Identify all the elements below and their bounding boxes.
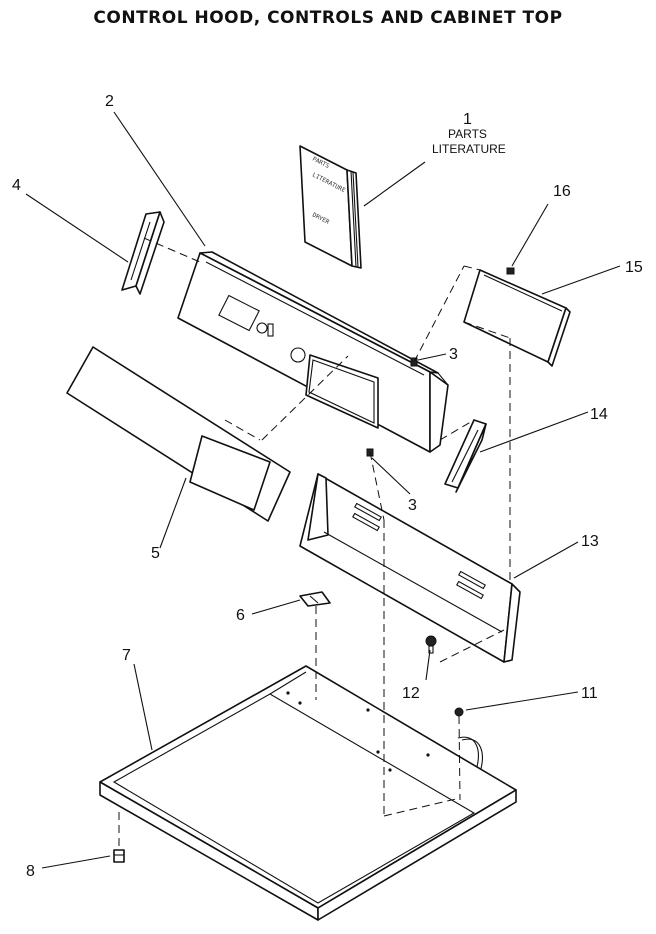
assembly-lines: [118, 237, 511, 850]
screw-16: [506, 267, 515, 275]
callout-3-lower: 3: [408, 497, 417, 514]
nut-12: [425, 635, 437, 654]
callout-15: 15: [625, 259, 643, 276]
callout-1-label-line2: LITERATURE: [432, 142, 506, 156]
right-end-cap: [444, 419, 487, 493]
callout-7: 7: [122, 647, 131, 664]
callout-14: 14: [590, 406, 608, 423]
callout-2: 2: [105, 93, 114, 110]
callout-13: 13: [581, 533, 599, 550]
callout-5: 5: [151, 545, 160, 562]
leader-lines: [25, 111, 621, 869]
leveling-bolt-8: [113, 849, 125, 863]
callout-1-label-line1: PARTS: [448, 127, 487, 141]
callout-16: 16: [553, 183, 571, 200]
clip-6: [299, 591, 331, 607]
cabinet-top: [99, 665, 517, 921]
page-title: CONTROL HOOD, CONTROLS AND CABINET TOP: [93, 8, 563, 28]
left-end-cap: [121, 211, 165, 295]
callout-3-upper: 3: [449, 346, 458, 363]
callouts: 1 PARTS LITERATURE 2 3 3 4 5 6 7 8 11 12…: [12, 93, 643, 880]
parts-literature-booklet: PARTS LITERATURE DRYER: [299, 145, 362, 269]
rear-panel: [299, 473, 521, 663]
callout-1: 1: [463, 111, 472, 128]
control-hood: [177, 251, 449, 453]
callout-4: 4: [12, 177, 21, 194]
callout-11: 11: [581, 685, 598, 702]
callout-12: 12: [402, 685, 420, 702]
bracket-cover-plate: [463, 269, 571, 367]
front-overlay-panel: [66, 346, 291, 522]
callout-8: 8: [26, 863, 35, 880]
callout-6: 6: [236, 607, 245, 624]
